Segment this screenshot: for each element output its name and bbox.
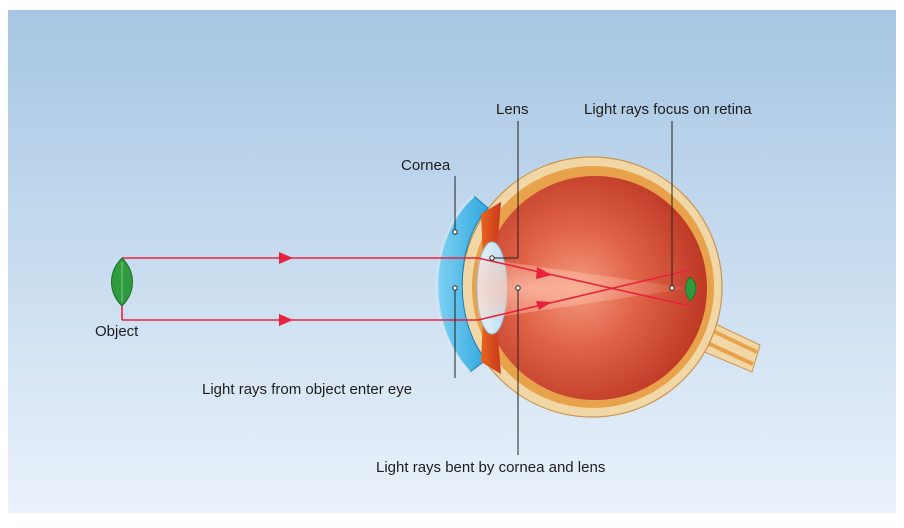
label-lens: Lens — [496, 101, 529, 119]
label-cornea: Cornea — [401, 157, 450, 175]
label-light-rays-focus-on-retina: Light rays focus on retina — [584, 101, 752, 119]
label-light-rays-bent: Light rays bent by cornea and lens — [376, 459, 605, 477]
label-object: Object — [95, 323, 138, 341]
label-light-rays-enter-eye: Light rays from object enter eye — [202, 381, 412, 399]
